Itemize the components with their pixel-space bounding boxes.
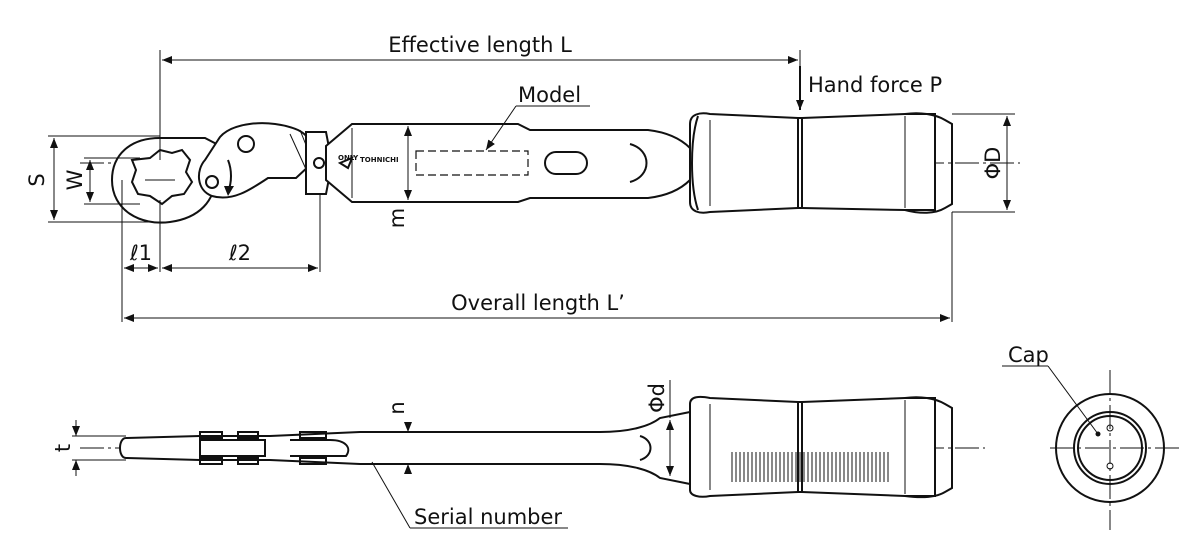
ratchet-socket [130, 148, 194, 206]
model-plate [415, 150, 529, 176]
l1-label: ℓ1 [129, 241, 152, 265]
ring-head [110, 137, 232, 224]
dim-n: n [385, 401, 412, 474]
W-label: W [63, 169, 87, 190]
cap-outer-ring [1055, 393, 1165, 503]
brand-only-text: ONLY [338, 154, 359, 162]
side-head-shaft [119, 410, 691, 486]
shaft-slot [544, 151, 588, 175]
side-view: n t Φd Serial number [51, 380, 985, 529]
model-leader: Model [485, 83, 590, 151]
shaft: ONLY TOHNICHI [325, 123, 691, 203]
dim-S: S [25, 135, 170, 223]
l2-label: ℓ2 [228, 241, 251, 265]
serial-number-label: Serial number [414, 505, 562, 529]
dim-m: m [385, 126, 412, 228]
phi-D-label: ΦD [981, 147, 1005, 180]
dim-phi-D: ΦD [952, 113, 1015, 213]
dim-t: t [51, 420, 126, 476]
grip [689, 112, 953, 214]
phi-d-label: Φd [645, 383, 669, 413]
grip-cap-top [904, 112, 953, 214]
cap-inner-ring [1073, 411, 1147, 485]
overall-length-label: Overall length L’ [451, 291, 625, 315]
m-label: m [385, 208, 409, 228]
top-view: ONLY TOHNICHI Effective length L Han [25, 33, 1020, 322]
dim-phi-d: Φd [645, 380, 674, 476]
grip-texture [731, 452, 889, 482]
dim-l1-l2: ℓ1 ℓ2 [121, 180, 321, 322]
cap-label: Cap [1008, 343, 1049, 367]
shaft-neck-curve [629, 143, 648, 183]
side-grip [689, 395, 953, 499]
t-label: t [51, 444, 75, 452]
brand-tohnichi-text: TOHNICHI [360, 156, 399, 164]
dim-effective-length: Effective length L [159, 33, 801, 160]
serial-number-leader: Serial number [371, 461, 568, 529]
hand-force-indicator: Hand force P [796, 66, 942, 110]
effective-length-label: Effective length L [388, 33, 572, 57]
S-label: S [25, 173, 49, 186]
n-label: n [385, 401, 409, 414]
dim-overall-length: Overall length L’ [124, 212, 953, 322]
dim-W: W [63, 157, 140, 205]
hand-force-label: Hand force P [808, 73, 942, 97]
model-label: Model [518, 83, 581, 107]
end-view: Cap [1002, 343, 1180, 530]
ratchet-link [198, 122, 321, 199]
